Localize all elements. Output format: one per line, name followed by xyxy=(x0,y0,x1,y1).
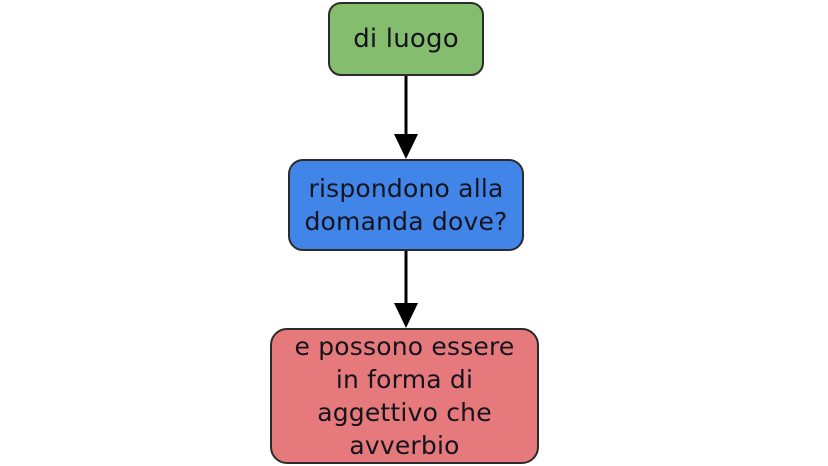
flowchart-node-di-luogo[interactable]: di luogo xyxy=(328,2,484,76)
flowchart-node-label: rispondono alla domanda dove? xyxy=(304,173,508,236)
flowchart-node-label: e possono essere in forma di aggettivo c… xyxy=(294,331,515,461)
edge-rispondono-to-forma xyxy=(394,251,418,328)
flowchart-node-forma[interactable]: e possono essere in forma di aggettivo c… xyxy=(270,328,539,464)
flowchart-node-rispondono[interactable]: rispondono alla domanda dove? xyxy=(288,159,524,251)
edge-di-luogo-to-rispondono xyxy=(394,76,418,159)
flowchart-node-label: di luogo xyxy=(353,23,459,54)
